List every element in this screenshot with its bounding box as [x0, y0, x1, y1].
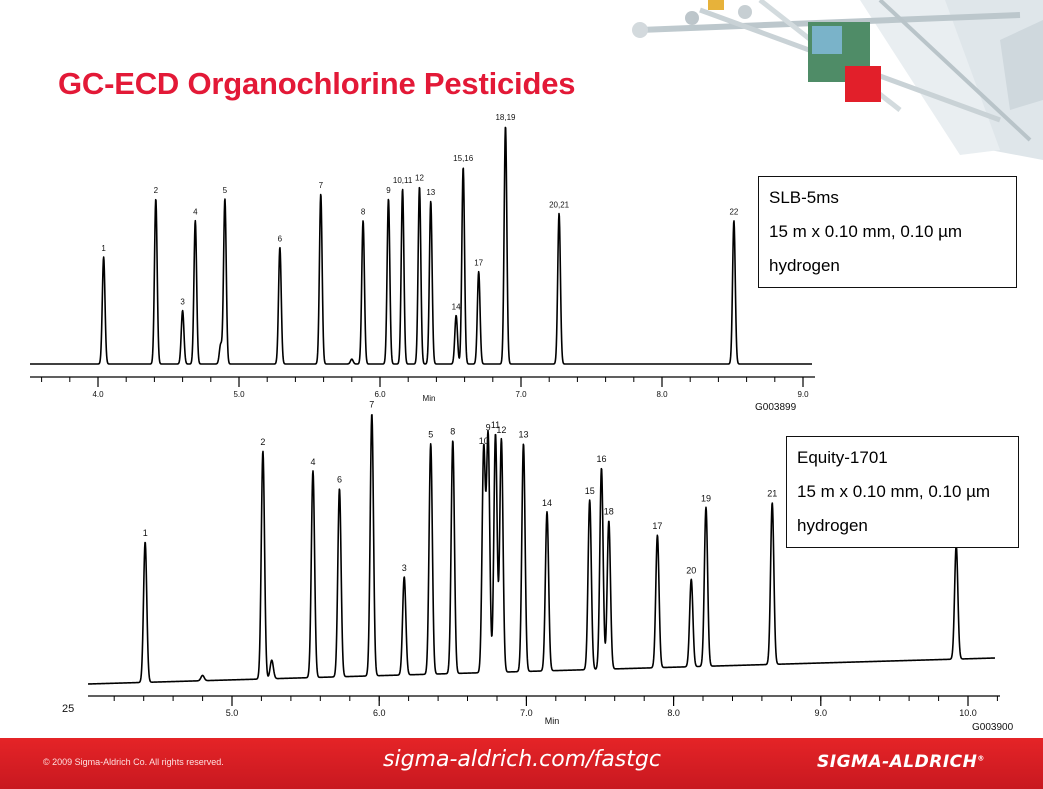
x-tick-label: 5.0	[233, 390, 245, 399]
copyright-text: © 2009 Sigma-Aldrich Co. All rights rese…	[43, 757, 224, 767]
peak-label: 3	[402, 563, 407, 573]
peak-label: 2	[154, 186, 159, 195]
x-tick-label: 9.0	[797, 390, 809, 399]
peak-label: 4	[310, 457, 315, 467]
x-tick-label: 10.0	[959, 708, 977, 718]
x-tick-label: 7.0	[515, 390, 527, 399]
x-tick-label: 8.0	[656, 390, 668, 399]
peak-label: 12	[415, 174, 424, 183]
peak-label: 13	[426, 188, 435, 197]
carrier-gas: hydrogen	[797, 516, 868, 535]
peak-label: 15	[585, 486, 595, 496]
x-tick-label: 9.0	[815, 708, 828, 718]
x-axis-label: Min	[545, 716, 560, 726]
peak-label: 10	[479, 436, 489, 446]
footer-bar: © 2009 Sigma-Aldrich Co. All rights rese…	[0, 738, 1043, 789]
peak-label: 18	[604, 507, 614, 517]
peak-label: 19	[701, 493, 711, 503]
peak-label: 20,21	[549, 200, 570, 209]
column-info-box-2: Equity-1701 15 m x 0.10 mm, 0.10 µm hydr…	[786, 436, 1019, 548]
peak-label: 10,11	[393, 176, 413, 185]
column-name: Equity-1701	[797, 448, 888, 467]
figure-code: G003900	[972, 722, 1014, 733]
peak-label: 22	[729, 208, 738, 217]
column-dimensions: 15 m x 0.10 mm, 0.10 µm	[797, 482, 991, 501]
chromatogram-trace	[87, 413, 996, 685]
x-tick-label: 5.0	[226, 708, 239, 718]
peak-label: 1	[101, 244, 106, 253]
x-tick-label: 6.0	[373, 708, 386, 718]
peak-label: 7	[369, 400, 374, 410]
figure-code: G003899	[755, 402, 797, 413]
peak-label: 8	[361, 208, 366, 217]
footer-url-link[interactable]: sigma-aldrich.com/fastgc	[383, 747, 661, 772]
slide-title: GC-ECD Organochlorine Pesticides	[58, 66, 576, 101]
molecule-decoration	[0, 0, 1043, 160]
peak-label: 12	[496, 425, 506, 435]
peak-label: 15,16	[453, 154, 474, 163]
peak-label: 14	[542, 498, 552, 508]
carrier-gas: hydrogen	[769, 256, 840, 275]
x-tick-label: 6.0	[374, 390, 386, 399]
sigma-aldrich-logo: SIGMA-ALDRICH®	[817, 752, 985, 772]
peak-label: 5	[428, 430, 433, 440]
peak-label: 11	[491, 420, 500, 430]
x-tick-label: 4.0	[92, 390, 104, 399]
peak-label: 3	[180, 298, 185, 307]
x-axis-label: Min	[423, 394, 436, 403]
peak-label: 6	[337, 475, 342, 485]
peak-label: 17	[474, 259, 483, 268]
peak-label: 18,19	[495, 113, 516, 122]
peak-label: 5	[223, 186, 228, 195]
column-name: SLB-5ms	[769, 188, 839, 207]
column-info-box-1: SLB-5ms 15 m x 0.10 mm, 0.10 µm hydrogen	[758, 176, 1017, 288]
x-tick-label: 8.0	[667, 708, 680, 718]
peak-label: 16	[596, 454, 606, 464]
registered-mark: ®	[977, 754, 985, 763]
peak-label: 14	[452, 302, 461, 311]
peak-label: 6	[278, 234, 283, 243]
peak-label: 1	[143, 528, 148, 538]
peak-label: 21	[767, 489, 777, 499]
peak-label: 9	[486, 423, 491, 433]
peak-label: 9	[386, 186, 391, 195]
axis-start-label: 25	[62, 703, 74, 715]
chromatogram-trace	[29, 126, 813, 365]
logo-text: SIGMA-ALDRICH	[817, 752, 978, 772]
peak-label: 13	[518, 430, 528, 440]
peak-label: 20	[686, 565, 696, 575]
peak-label: 7	[319, 181, 324, 190]
column-dimensions: 15 m x 0.10 mm, 0.10 µm	[769, 222, 963, 241]
peak-label: 17	[652, 521, 662, 531]
peak-label: 2	[260, 437, 265, 447]
x-tick-label: 7.0	[520, 708, 533, 718]
chromatogram-2: 124673581091112131415161817201921225.06.…	[62, 400, 1014, 734]
peak-label: 8	[450, 426, 455, 436]
peak-label: 4	[193, 208, 198, 217]
